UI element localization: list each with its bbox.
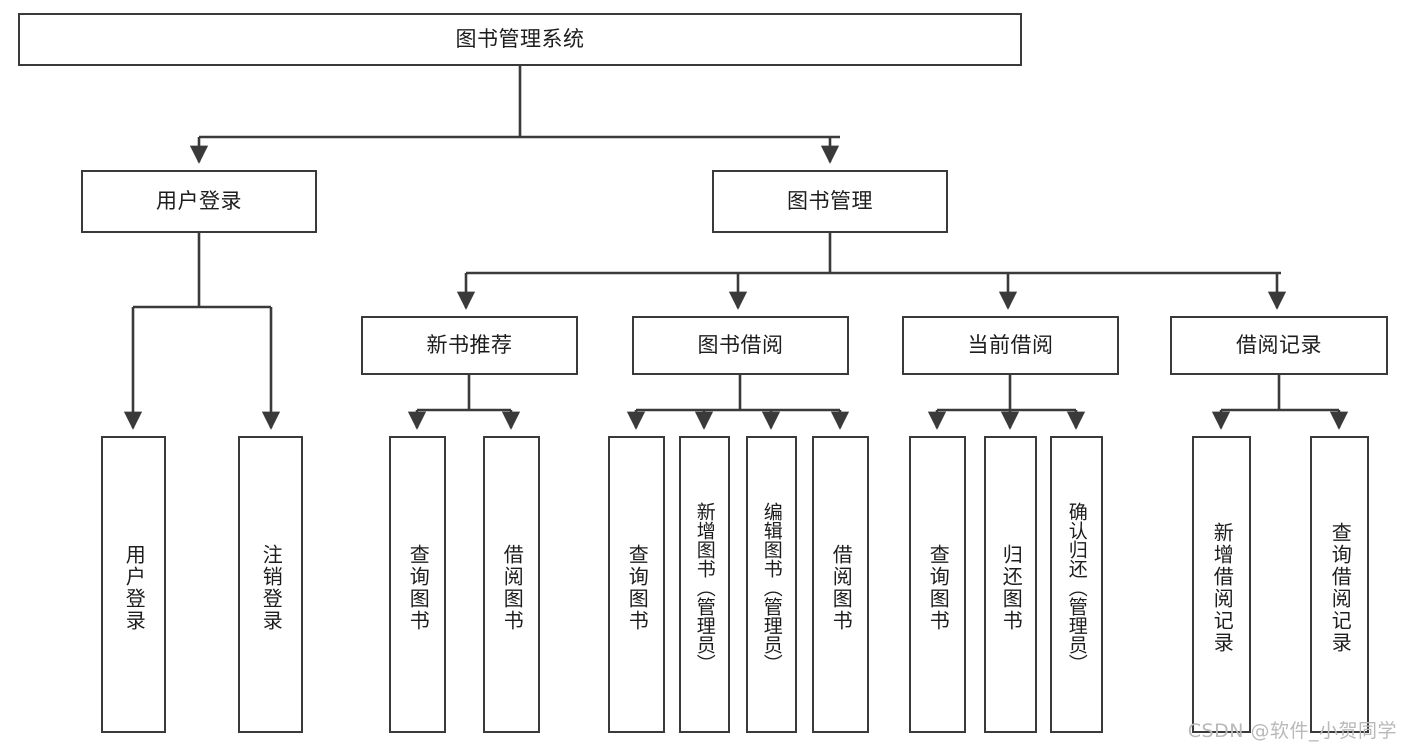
node-label: 查询图书 [625,543,650,632]
node-label: 借阅记录 [1236,332,1322,357]
node-leaf-confirm-return[interactable]: 确认归还（管理员） [1050,436,1103,733]
node-label: 借阅图书 [829,543,854,632]
node-current-borrow[interactable]: 当前借阅 [902,316,1119,375]
node-label: 注销登录 [259,543,284,632]
node-label: 查询借阅记录 [1328,521,1353,654]
node-label: 用户登录 [156,188,242,213]
node-label: 借阅图书 [500,543,525,632]
node-leaf-user-login[interactable]: 用户登录 [101,436,166,733]
node-leaf-borrow-book-rec[interactable]: 借阅图书 [483,436,540,733]
node-leaf-add-borrow-record[interactable]: 新增借阅记录 [1192,436,1251,733]
node-label: 图书管理系统 [455,26,585,51]
node-label: 确认归还（管理员） [1065,502,1088,673]
csdn-watermark: CSDN @软件_小贺同学 [1187,720,1397,742]
node-label: 新增借阅记录 [1210,521,1235,654]
node-leaf-add-book[interactable]: 新增图书（管理员） [679,436,730,733]
node-book-borrow[interactable]: 图书借阅 [632,316,849,375]
node-borrow-record[interactable]: 借阅记录 [1170,316,1388,375]
node-label: 新书推荐 [426,332,513,357]
node-leaf-query-book-rec[interactable]: 查询图书 [389,436,446,733]
node-leaf-edit-book[interactable]: 编辑图书（管理员） [746,436,797,733]
node-leaf-return-book[interactable]: 归还图书 [984,436,1037,733]
node-leaf-user-logout[interactable]: 注销登录 [238,436,303,733]
node-book-manage[interactable]: 图书管理 [712,170,948,233]
node-label: 用户登录 [122,543,147,632]
node-leaf-query-book-borrow[interactable]: 查询图书 [608,436,665,733]
node-root[interactable]: 图书管理系统 [18,13,1022,66]
node-label: 归还图书 [999,543,1024,632]
node-label: 当前借阅 [967,332,1054,357]
node-user-login[interactable]: 用户登录 [81,170,317,233]
node-label: 图书管理 [787,188,873,213]
node-leaf-query-book-cur[interactable]: 查询图书 [909,436,966,733]
node-label: 查询图书 [926,543,951,632]
node-new-book-recommend[interactable]: 新书推荐 [361,316,578,375]
node-leaf-borrow-book[interactable]: 借阅图书 [812,436,869,733]
node-label: 新增图书（管理员） [693,502,716,673]
node-label: 图书借阅 [697,332,784,357]
node-leaf-query-borrow-record[interactable]: 查询借阅记录 [1310,436,1369,733]
node-label: 查询图书 [406,543,431,632]
node-label: 编辑图书（管理员） [760,502,783,673]
